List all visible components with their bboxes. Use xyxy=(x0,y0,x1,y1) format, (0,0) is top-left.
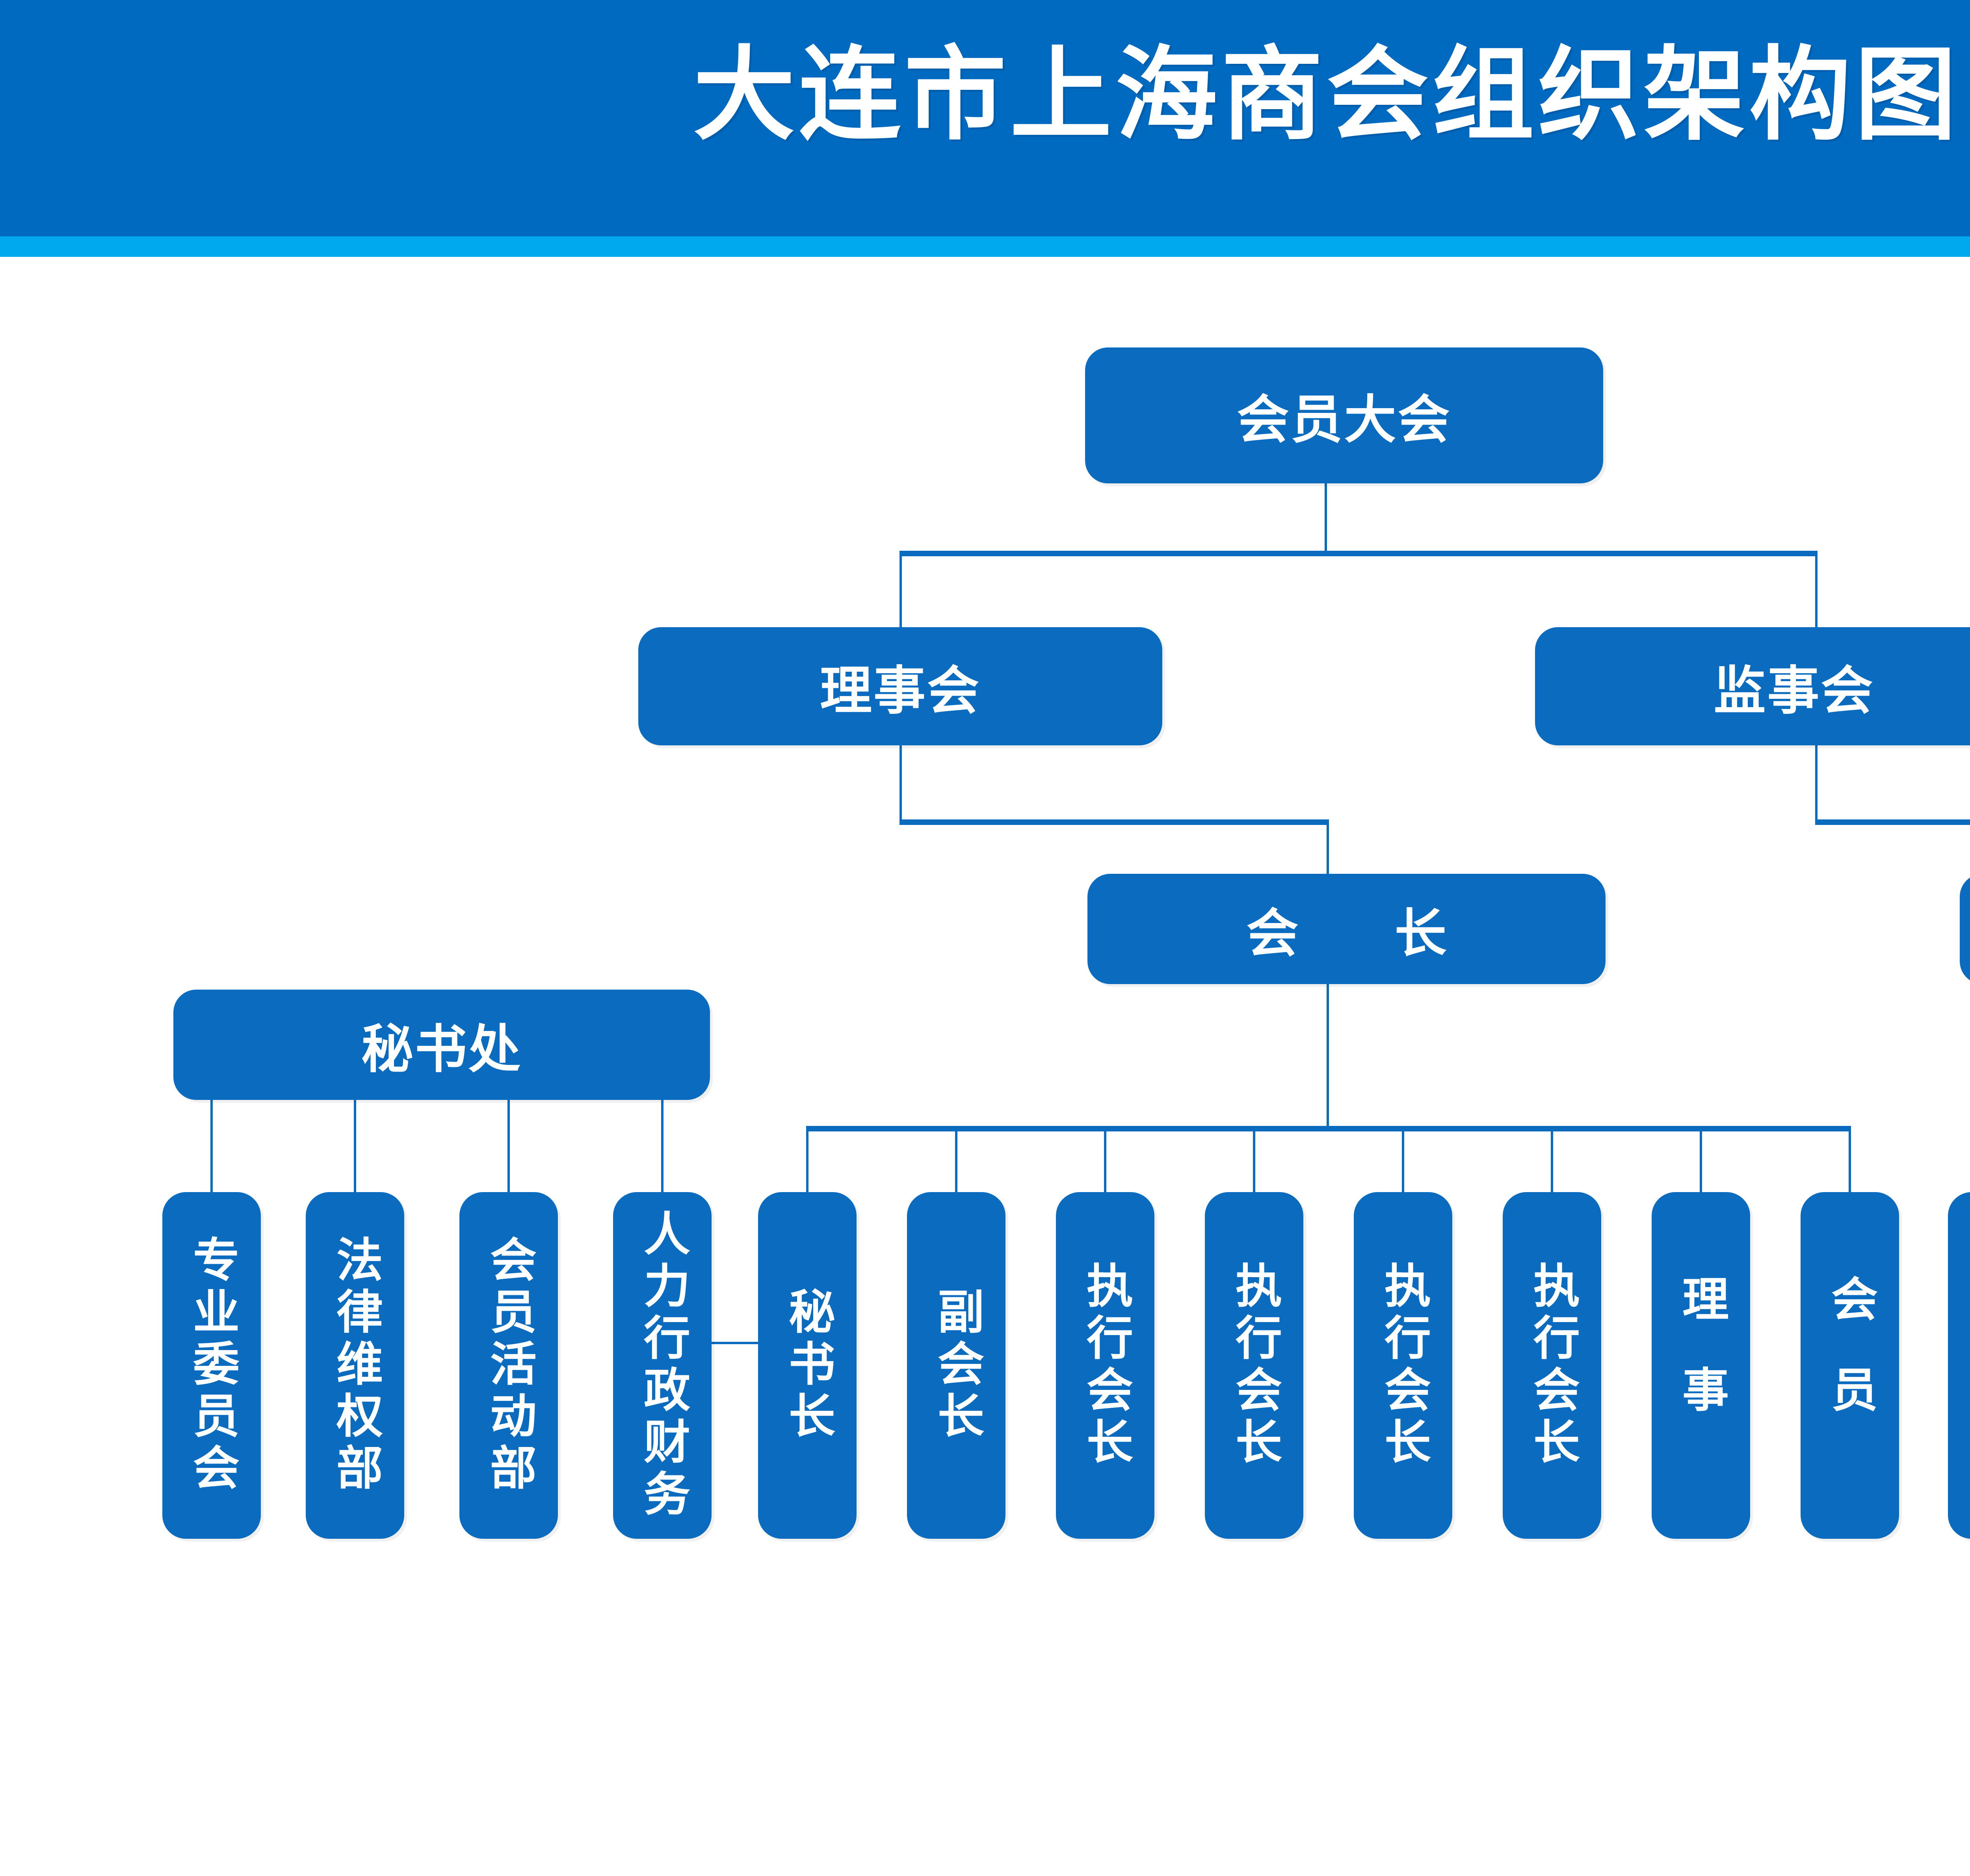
connector-drop-leaf-10 xyxy=(1551,1126,1553,1193)
connector-secretariat-to-secgeneral xyxy=(706,1342,807,1344)
page-title: 大连市上海商会组织架构图 xyxy=(693,38,1961,152)
connector-supervisory-board-down xyxy=(1815,743,1818,822)
node-label: 执行会长 xyxy=(1228,1261,1280,1469)
connector-drop-leaf-04 xyxy=(661,1099,663,1194)
connector-council-to-chairman-bus xyxy=(900,819,1329,825)
connector-drop-leaf-01 xyxy=(210,1099,213,1194)
node-members-assembly[interactable]: 会员大会 xyxy=(1085,347,1603,483)
node-member[interactable]: 会员 xyxy=(1801,1192,1899,1539)
node-label: 法律维权部 xyxy=(329,1235,381,1495)
node-chief-supervisor[interactable]: 监事长 xyxy=(1960,874,1970,984)
node-director[interactable]: 理事 xyxy=(1652,1192,1750,1539)
connector-level2-bus xyxy=(900,551,1818,556)
node-label: 人力行政财务 xyxy=(636,1209,689,1521)
node-legal-rights-dept[interactable]: 法律维权部 xyxy=(306,1192,404,1539)
connector-bus-to-council xyxy=(900,551,902,635)
connector-drop-leaf-03 xyxy=(507,1099,510,1194)
connector-drop-leaf-07 xyxy=(1104,1126,1106,1193)
node-label: 会员活动部 xyxy=(483,1235,535,1495)
header-banner xyxy=(0,0,1970,236)
node-label: 执行会长 xyxy=(1377,1261,1429,1469)
connector-supboard-to-chiefsup-bus xyxy=(1815,819,1970,825)
connector-assembly-down xyxy=(1325,483,1327,554)
node-label: 副会长 xyxy=(930,1287,983,1443)
node-label: 执行会长 xyxy=(1526,1261,1578,1469)
header-accent-stripe xyxy=(0,236,1970,257)
node-member-activity-dept[interactable]: 会员活动部 xyxy=(459,1192,558,1539)
connector-drop-leaf-08 xyxy=(1253,1126,1255,1193)
node-label: 专业委员会 xyxy=(186,1235,238,1495)
node-executive-chairman-1[interactable]: 执行会长 xyxy=(1056,1192,1154,1539)
node-supervisory-board[interactable]: 监事会 xyxy=(1535,627,1970,745)
node-council[interactable]: 理事会 xyxy=(638,627,1162,745)
node-label: 秘书长 xyxy=(781,1287,834,1443)
node-label: 执行会长 xyxy=(1079,1261,1132,1469)
node-vice-chairman[interactable]: 副会长 xyxy=(907,1192,1005,1539)
node-label: 理事 xyxy=(1675,1275,1727,1456)
connector-drop-leaf-02 xyxy=(354,1099,356,1194)
node-executive-chairman-3[interactable]: 执行会长 xyxy=(1354,1192,1452,1539)
node-professional-committee[interactable]: 专业委员会 xyxy=(162,1192,261,1539)
connector-drop-leaf-09 xyxy=(1402,1126,1404,1193)
node-executive-chairman-4[interactable]: 执行会长 xyxy=(1503,1192,1601,1539)
connector-council-down xyxy=(900,743,902,822)
connector-drop-leaf-12 xyxy=(1849,1126,1851,1193)
connector-bus-to-supervisory-board xyxy=(1815,551,1818,635)
node-hr-admin-finance[interactable]: 人力行政财务 xyxy=(613,1192,712,1539)
connector-chairman-up xyxy=(1327,819,1329,890)
connector-chairman-down xyxy=(1327,981,1329,1129)
node-secretariat[interactable]: 秘书处 xyxy=(173,990,710,1100)
connector-drop-leaf-06 xyxy=(955,1126,957,1193)
connector-chairman-leaf-bus xyxy=(806,1126,1850,1131)
connector-drop-leaf-11 xyxy=(1700,1126,1702,1193)
node-supervisor-unit-1[interactable]: 监事单位 xyxy=(1948,1192,1970,1539)
node-label: 会员 xyxy=(1824,1275,1876,1456)
connector-drop-leaf-05 xyxy=(806,1126,808,1193)
node-secretary-general[interactable]: 秘书长 xyxy=(758,1192,857,1539)
node-chairman[interactable]: 会 长 xyxy=(1087,874,1606,984)
node-executive-chairman-2[interactable]: 执行会长 xyxy=(1205,1192,1303,1539)
